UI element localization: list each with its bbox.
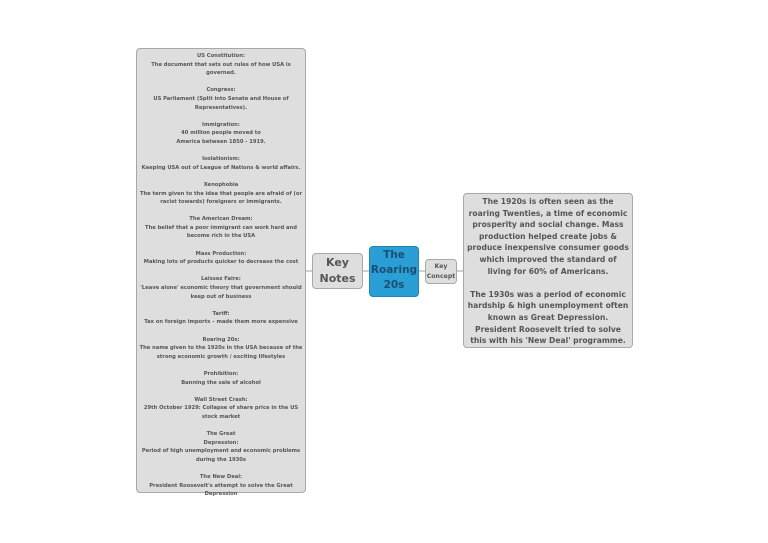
key-note-definition: Period of high unemployment and economic… [141,448,301,463]
key-note-term: Xenophobia [203,181,239,188]
key-note-definition: 29th October 1929: Collapse of share pri… [143,405,299,420]
key-note-term: The Great Depression: [203,431,239,446]
key-note-term: The American Dream: [189,216,253,223]
key-note-term: Tariff: [212,310,230,317]
key-note-term: US Constitution: [197,53,245,59]
key-note-item: Wall Street Crash: 29th October 1929: Col… [139,396,303,422]
key-note-item: Roaring 20s: The name given to the 1920s … [139,336,303,362]
key-note-item: Congress:US Parliament (Split into Senat… [139,86,303,112]
key-note-definition: The document that sets out rules of how … [151,61,291,77]
key-note-item: Mass Production: Making lots of products … [139,250,303,267]
key-note-term: Immigration: [202,121,240,128]
key-note-definition: Tax on foreign imports – made them more … [144,319,298,326]
concept-paragraph-1920s: The 1920s is often seen as the roaring T… [467,197,629,276]
key-note-definition: Making lots of products quicker to decre… [143,259,299,266]
key-note-item: The New Deal:President Roosevelt's attem… [139,473,303,499]
key-note-term: The New Deal: [199,474,243,481]
key-concept-node[interactable]: Key Concept [425,259,457,284]
key-note-definition: 'Leave alone' economic theory that gover… [140,285,302,300]
key-note-definition: The belief that a poor immigrant can wor… [145,224,297,240]
key-note-definition: President Roosevelt's attempt to solve t… [149,482,293,498]
key-note-item: US Constitution: The document that sets o… [139,52,303,78]
key-note-term: Prohibition: [203,370,239,377]
key-concept-panel[interactable]: The 1920s is often seen as the roaring T… [463,193,633,348]
key-note-item: The American Dream:The belief that a poo… [139,215,303,241]
key-note-term: Roaring 20s: [202,336,240,343]
key-notes-node[interactable]: Key Notes [312,253,363,289]
key-note-item: Prohibition: Banning the sale of alcohol [139,370,303,387]
central-topic-node[interactable]: The Roaring 20s [369,246,419,297]
key-note-item: Isolationism:Keeping USA out of League o… [139,155,303,172]
key-note-definition: The term given to the idea that people a… [139,190,303,206]
key-note-definition: 40 million people moved to America betwe… [176,130,266,145]
key-note-item: The Great Depression: Period of high unem… [139,430,303,464]
concept-paragraph-1930s: The 1930s was a period of economic hards… [467,289,629,346]
key-notes-panel[interactable]: US Constitution: The document that sets o… [136,48,306,497]
key-note-term: Congress: [206,87,236,94]
key-note-item: Immigration: 40 million people moved to A… [139,121,303,147]
key-note-term: Isolationism: [202,156,240,163]
key-note-item: Tariff: Tax on foreign imports – made the… [139,310,303,327]
key-note-definition: US Parliament (Split into Senate and Hou… [153,95,289,111]
key-note-definition: The name given to the 1920s in the USA b… [139,345,303,360]
key-note-item: Laissez Faire: 'Leave alone' economic the… [139,275,303,301]
key-note-term: Wall Street Crash: [194,396,248,403]
key-note-definition: Keeping USA out of League of Nations & w… [141,164,301,171]
key-note-definition: Banning the sale of alcohol [181,379,261,386]
key-note-term: Mass Production: [195,250,247,257]
key-note-term: Laissez Faire: [201,276,241,283]
